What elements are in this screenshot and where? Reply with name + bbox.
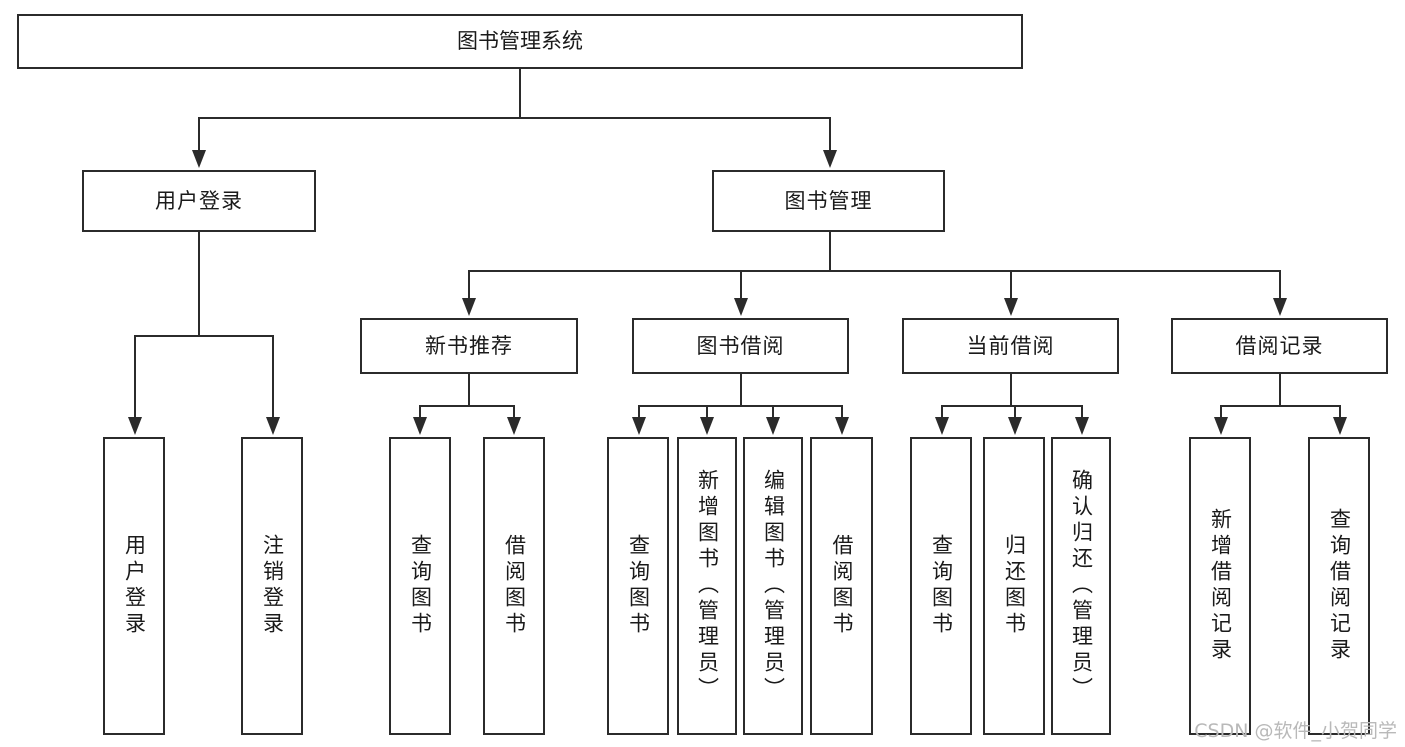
node-label: 借阅图书: [502, 534, 527, 638]
edge-current-bus: [941, 405, 1081, 407]
leaf-current-confirm-return[interactable]: 确认归还（管理员）: [1051, 437, 1111, 735]
edge-current-stem: [1010, 374, 1012, 405]
node-label: 查询图书: [408, 534, 433, 638]
edge-newbook-stem: [468, 374, 470, 405]
edge-login-to-leaf1: [134, 335, 136, 419]
node-label: 查询图书: [929, 534, 954, 638]
arrow-to-book-borrow: [734, 298, 748, 316]
edge-root-to-login: [198, 117, 200, 152]
node-book-borrow[interactable]: 图书借阅: [632, 318, 849, 374]
edge-login-bus: [134, 335, 274, 337]
leaf-borrow-borrow-book[interactable]: 借阅图书: [810, 437, 873, 735]
arrow-to-user-login: [192, 150, 206, 168]
leaf-newbook-borrow-book[interactable]: 借阅图书: [483, 437, 545, 735]
edge-borrow-l1: [638, 405, 640, 419]
arrow-to-user-login-leaf: [128, 417, 142, 435]
leaf-current-query-book[interactable]: 查询图书: [910, 437, 972, 735]
arrow-current-confirm-return: [1075, 417, 1089, 435]
node-label: 编辑图书（管理员）: [761, 469, 786, 703]
edge-bookmgr-to-record: [1279, 270, 1281, 300]
node-label: 归还图书: [1002, 534, 1027, 638]
edge-record-l2: [1339, 405, 1341, 419]
edge-root-bus: [198, 117, 831, 119]
node-current-borrow[interactable]: 当前借阅: [902, 318, 1119, 374]
edge-borrow-stem: [740, 374, 742, 405]
arrow-record-add-record: [1214, 417, 1228, 435]
edge-current-l1: [941, 405, 943, 419]
arrow-record-query-record: [1333, 417, 1347, 435]
edge-bookmgr-to-newbook: [468, 270, 470, 300]
edge-borrow-l4: [841, 405, 843, 419]
edge-borrow-l2: [706, 405, 708, 419]
edge-borrow-bus: [638, 405, 842, 407]
leaf-record-query-record[interactable]: 查询借阅记录: [1308, 437, 1370, 735]
edge-login-to-leaf2: [272, 335, 274, 419]
arrow-to-book-manage: [823, 150, 837, 168]
edge-newbook-l1: [419, 405, 421, 419]
arrow-borrow-add-book: [700, 417, 714, 435]
node-label: 新增借阅记录: [1208, 508, 1233, 664]
leaf-newbook-query-book[interactable]: 查询图书: [389, 437, 451, 735]
edge-record-l1: [1220, 405, 1222, 419]
arrow-current-return-book: [1008, 417, 1022, 435]
node-label: 图书管理系统: [457, 29, 583, 54]
node-label: 用户登录: [155, 188, 243, 213]
node-label: 用户登录: [122, 534, 147, 638]
edge-record-stem: [1279, 374, 1281, 405]
edge-newbook-l2: [513, 405, 515, 419]
edge-current-l3: [1081, 405, 1083, 419]
arrow-to-current-borrow: [1004, 298, 1018, 316]
node-label: 确认归还（管理员）: [1069, 469, 1094, 703]
arrow-to-borrow-record: [1273, 298, 1287, 316]
edge-borrow-l3: [772, 405, 774, 419]
arrow-newbook-query-book: [413, 417, 427, 435]
node-borrow-record[interactable]: 借阅记录: [1171, 318, 1388, 374]
node-label: 借阅记录: [1235, 333, 1324, 358]
leaf-current-return-book[interactable]: 归还图书: [983, 437, 1045, 735]
node-label: 注销登录: [260, 534, 285, 638]
node-new-book-recommend[interactable]: 新书推荐: [360, 318, 578, 374]
node-book-manage[interactable]: 图书管理: [712, 170, 945, 232]
leaf-user-login[interactable]: 用户登录: [103, 437, 165, 735]
leaf-borrow-add-book[interactable]: 新增图书（管理员）: [677, 437, 737, 735]
edge-record-bus: [1220, 405, 1339, 407]
edge-login-stem: [198, 232, 200, 335]
node-label: 查询图书: [626, 534, 651, 638]
arrow-newbook-borrow-book: [507, 417, 521, 435]
edge-bookmgr-stem: [829, 232, 831, 270]
arrow-to-new-book-rec: [462, 298, 476, 316]
edge-current-l2: [1014, 405, 1016, 419]
node-label: 新增图书（管理员）: [695, 469, 720, 703]
edge-bookmgr-bus: [468, 270, 1279, 272]
node-label: 借阅图书: [830, 534, 854, 638]
leaf-logout[interactable]: 注销登录: [241, 437, 303, 735]
node-label: 查询借阅记录: [1327, 508, 1352, 664]
leaf-borrow-query-book[interactable]: 查询图书: [607, 437, 669, 735]
edge-root-stem: [519, 69, 521, 117]
arrow-borrow-query-book: [632, 417, 646, 435]
arrow-borrow-edit-book: [766, 417, 780, 435]
arrow-to-logout-leaf: [266, 417, 280, 435]
node-label: 图书借阅: [696, 333, 785, 358]
leaf-record-add-record[interactable]: 新增借阅记录: [1189, 437, 1251, 735]
arrow-current-query-book: [935, 417, 949, 435]
leaf-borrow-edit-book[interactable]: 编辑图书（管理员）: [743, 437, 803, 735]
node-root-system[interactable]: 图书管理系统: [17, 14, 1023, 69]
edge-newbook-bus: [419, 405, 514, 407]
edge-bookmgr-to-borrow: [740, 270, 742, 300]
node-label: 图书管理: [784, 188, 873, 213]
node-label: 新书推荐: [425, 333, 513, 358]
edge-root-to-bookmgr: [829, 117, 831, 152]
node-label: 当前借阅: [966, 333, 1055, 358]
arrow-borrow-borrow-book: [835, 417, 849, 435]
edge-bookmgr-to-current: [1010, 270, 1012, 300]
node-user-login[interactable]: 用户登录: [82, 170, 316, 232]
